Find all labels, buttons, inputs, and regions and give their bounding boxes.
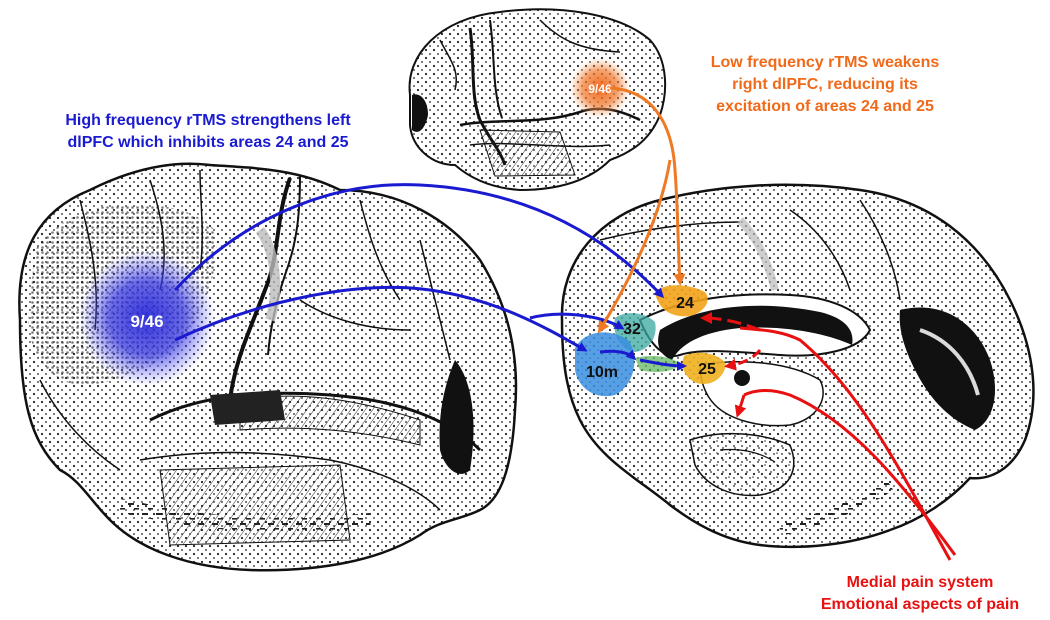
area-32-label: 32 (623, 321, 641, 338)
left-blue-caption-line1: High frequency rTMS strengthens left (65, 112, 351, 129)
area-24-patch (655, 285, 708, 317)
blue-arrows (173, 183, 687, 371)
blue-arrow-10m-to-32 (599, 349, 637, 361)
left-blue-caption: High frequency rTMS strengthens left dlP… (8, 110, 408, 154)
area-25-patch (682, 352, 726, 384)
blue-arrow-to-24 (173, 183, 665, 299)
top-brain-right-lateral: 9/46 (408, 8, 667, 192)
blue-arrow-to-10m (174, 285, 588, 352)
red-arrow-long-1 (739, 326, 952, 561)
bottom-red-caption-line2: Emotional aspects of pain (820, 596, 1020, 613)
area-10m-label: 10m (586, 364, 618, 381)
area-25-label: 25 (698, 361, 716, 378)
red-arrow-to-24 (700, 312, 761, 332)
bottom-red-caption: Medial pain system Emotional aspects of … (800, 572, 1040, 616)
right-dlpfc-label: 9/46 (588, 82, 612, 96)
right-dlpfc-spot (570, 58, 630, 118)
orange-arrows (597, 86, 686, 334)
area-24-label: 24 (676, 295, 694, 312)
top-orange-caption: Low frequency rTMS weakens right dlPFC, … (660, 52, 990, 118)
top-orange-caption-line3: excitation of areas 24 and 25 (716, 98, 934, 115)
top-orange-caption-line1: Low frequency rTMS weakens (710, 54, 940, 71)
red-arrow-long-2 (743, 389, 957, 556)
orange-arrow-to-32 (597, 159, 672, 334)
bottom-red-caption-line1: Medial pain system (846, 574, 994, 591)
red-arrows (700, 312, 957, 561)
left-blue-caption-line2: dlPFC which inhibits areas 24 and 25 (67, 134, 349, 151)
blue-arrow-to-25 (639, 358, 687, 371)
orange-arrow-to-24 (609, 86, 686, 286)
red-arrow-down (734, 394, 747, 418)
left-dlpfc-label: 9/46 (130, 312, 163, 331)
blue-arrow-to-32 (529, 312, 625, 330)
right-brain-medial: 24 32 10m 25 (560, 183, 1035, 549)
top-orange-caption-line2: right dlPFC, reducing its (732, 76, 918, 93)
red-arrow-to-25 (724, 349, 762, 371)
left-brain-lateral: 9/46 (18, 162, 518, 572)
area-10m-patch (575, 332, 635, 397)
